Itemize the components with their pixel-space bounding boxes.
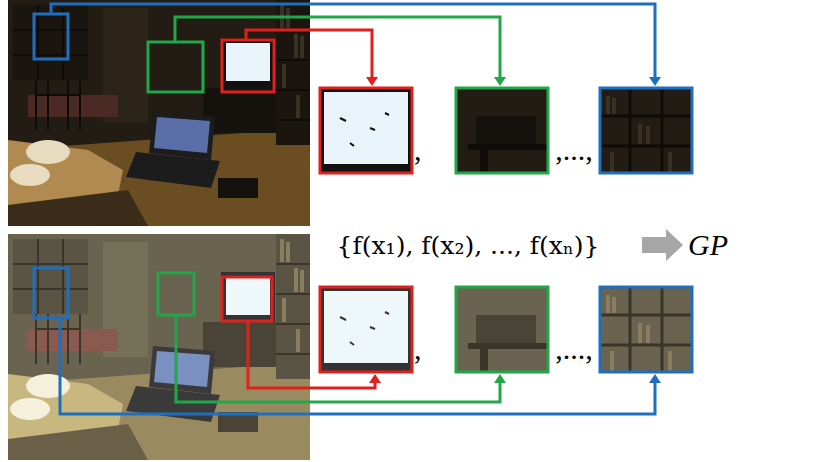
separator-label: , <box>414 334 422 364</box>
separator-label: ,..., <box>555 135 593 165</box>
separator-label: ,..., <box>555 334 593 364</box>
separator-label: , <box>414 135 422 165</box>
formula-label: {f(x₁), f(x₂), ..., f(xₙ)} <box>337 233 600 258</box>
model-label: GP <box>688 230 728 260</box>
